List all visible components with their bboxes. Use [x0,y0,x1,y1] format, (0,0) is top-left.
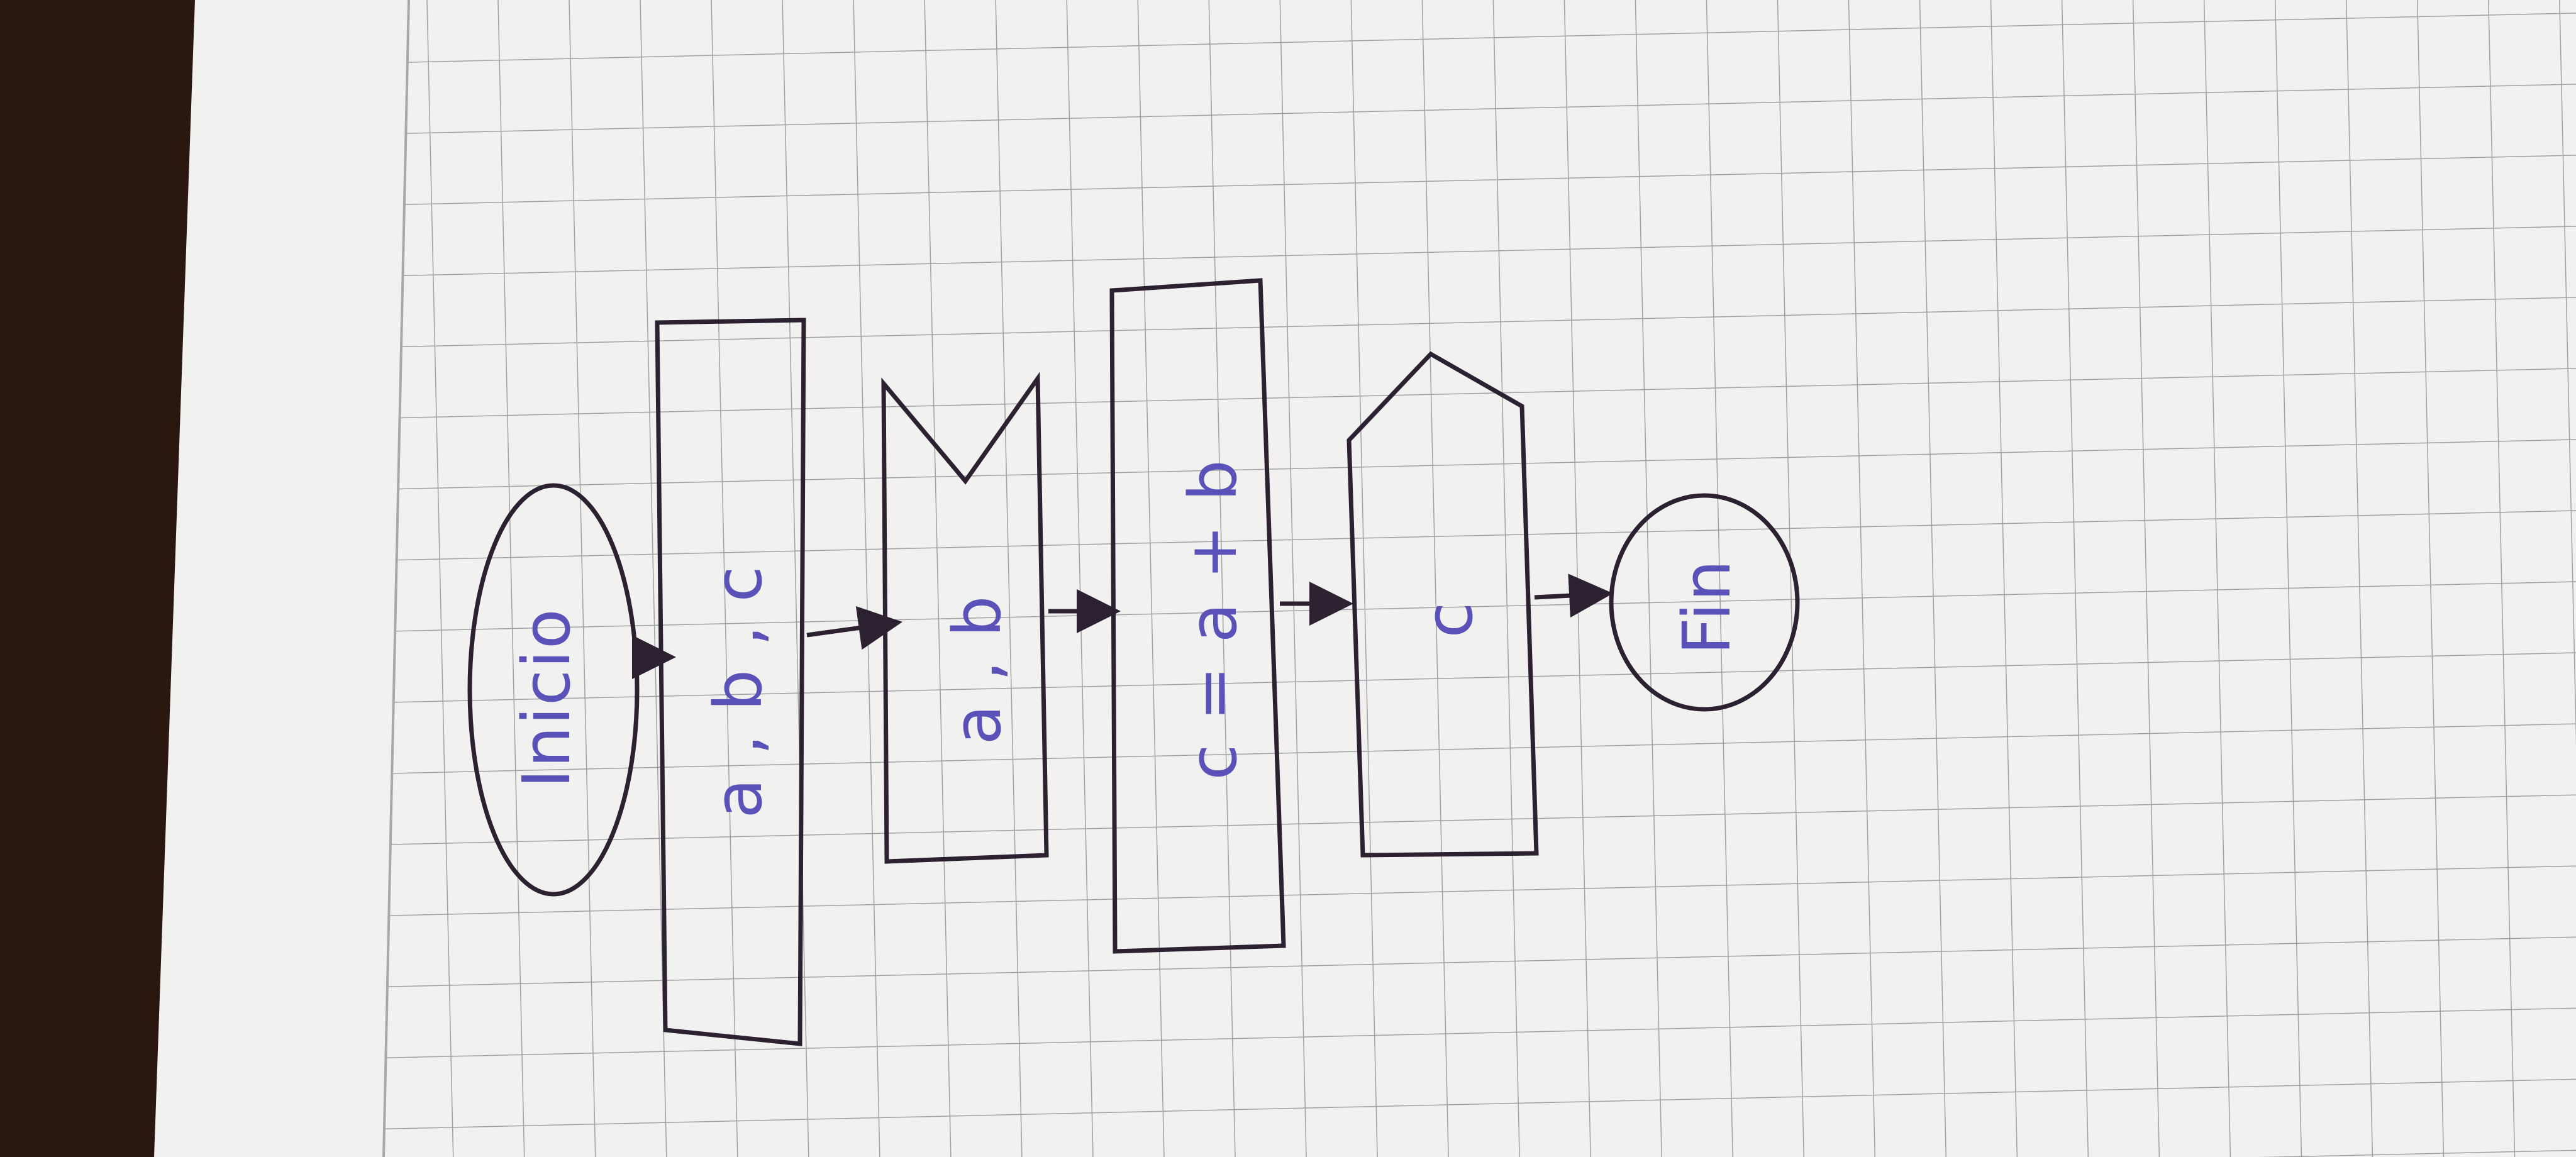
read-label: a , b [939,595,1016,745]
start-label: Inicio [508,607,585,788]
process-block: c = a + b [1109,278,1286,954]
input-label: a , b , c [700,565,777,818]
end-label: Fin [1668,558,1745,655]
connector-arrows [632,573,1613,679]
output-block: c [1346,351,1539,858]
margin-line [382,0,410,1157]
output-label: c [1411,601,1487,638]
read-block: a , b [881,372,1049,864]
arrow-output-to-end [1534,573,1613,618]
end-terminal: Fin [1609,493,1800,712]
grid-area [384,0,2576,1157]
arrow-input-to-read [806,606,902,650]
process-label: c = a + b [1175,458,1252,780]
start-terminal: Inicio [467,483,640,897]
input-block: a , b , c [655,318,806,1046]
